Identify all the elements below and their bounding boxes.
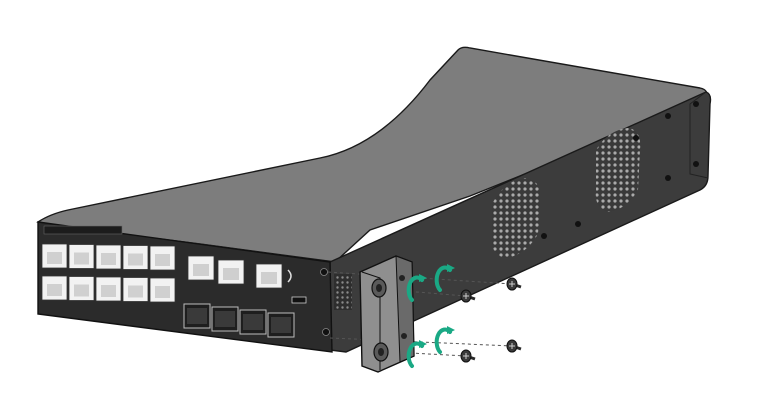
sfp-port	[239, 309, 267, 335]
front-vent	[334, 274, 352, 310]
rj45-ports-right	[187, 255, 283, 289]
rj45-port	[149, 277, 176, 303]
arrow-heads	[419, 264, 455, 348]
side-holes	[541, 101, 699, 239]
rj45-port	[68, 244, 95, 269]
screw	[506, 339, 522, 353]
rj45-port	[41, 275, 68, 301]
screw	[460, 349, 476, 363]
rj45-port	[149, 245, 176, 271]
rj45-port	[95, 244, 122, 270]
rj45-port	[217, 259, 245, 285]
sfp-port	[211, 306, 239, 332]
screw	[460, 289, 476, 303]
sfp-port	[183, 303, 211, 329]
mounting-bracket	[359, 255, 415, 373]
side-vent-left	[491, 178, 541, 258]
sfp-port	[267, 312, 295, 338]
screw	[506, 277, 522, 291]
console-port	[287, 269, 307, 304]
rj45-port	[68, 276, 95, 301]
rj45-port	[41, 243, 68, 269]
screws	[460, 277, 522, 363]
side-vent-right	[595, 128, 641, 212]
rj45-port	[122, 245, 149, 270]
rj45-port-block	[41, 243, 176, 303]
rj45-port	[95, 276, 122, 302]
front-screw-holes	[320, 268, 330, 336]
rj45-port	[255, 263, 283, 289]
led-strip	[43, 225, 123, 235]
rj45-port	[122, 277, 149, 302]
sfp-ports	[183, 303, 295, 338]
rj45-port	[187, 255, 215, 281]
